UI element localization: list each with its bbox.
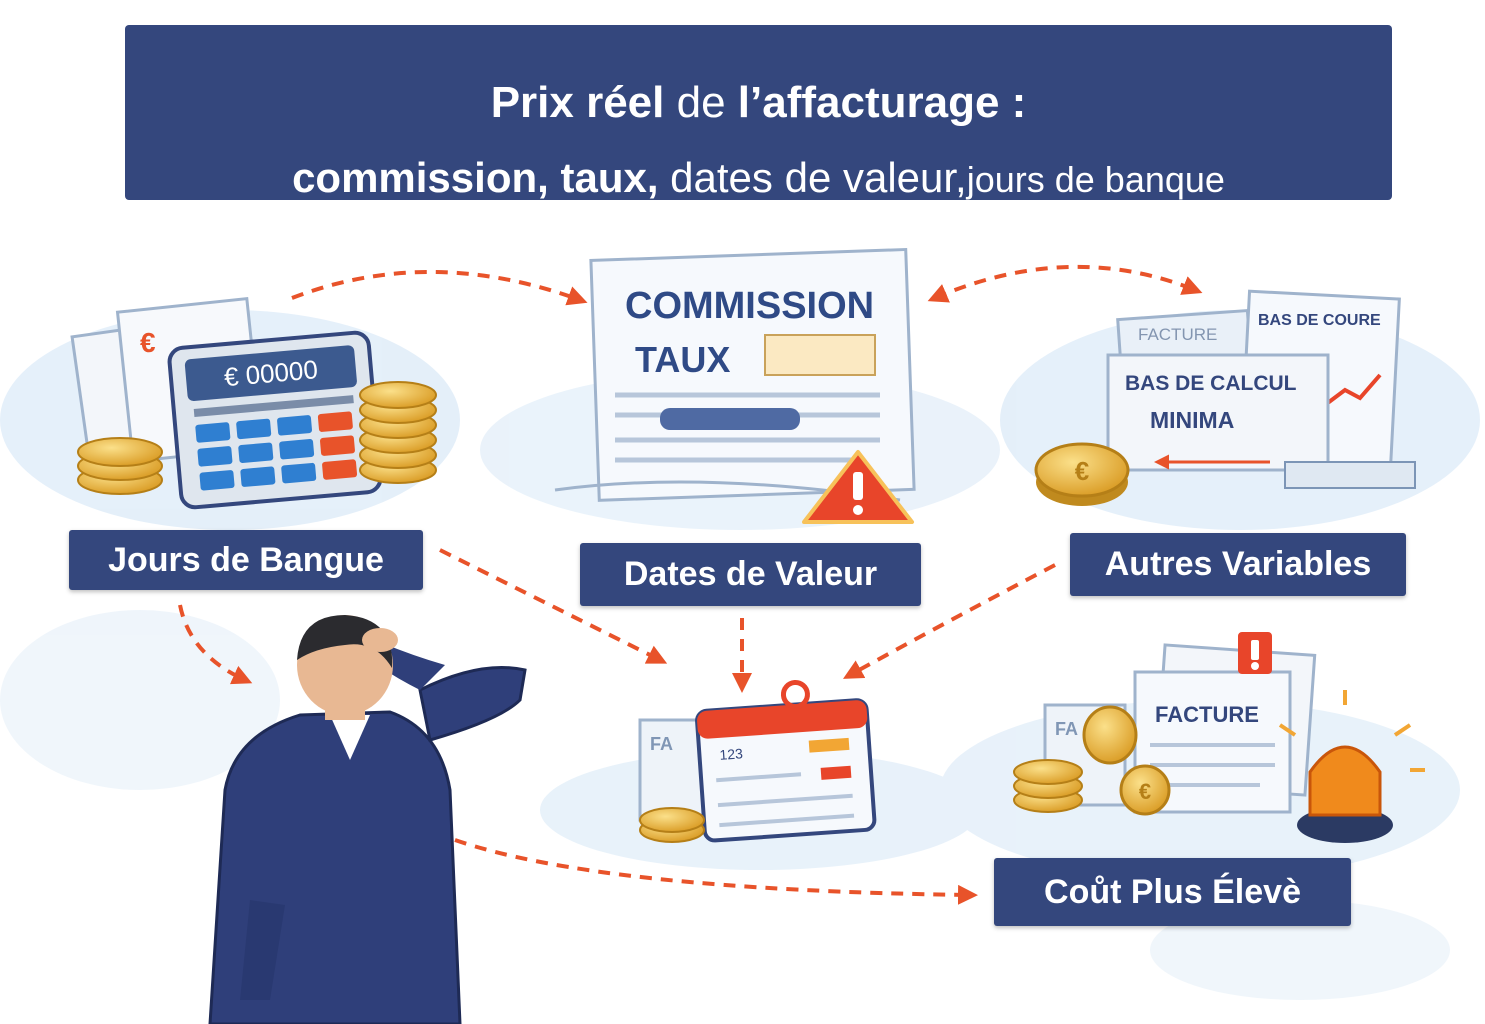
cost-alert-cluster: FA FACTURE €	[1013, 632, 1425, 843]
label-autres-variables: Autres Variables	[1070, 533, 1406, 596]
doc-bas-de-coure: BAS DE COURE	[1258, 312, 1381, 329]
doc-commission: COMMISSION	[625, 285, 874, 327]
arrow-left-to-center	[291, 270, 588, 306]
svg-text:€: €	[1075, 456, 1089, 486]
alert-doc-fa: FA	[1055, 719, 1078, 739]
coins-bottom-right: €	[1013, 705, 1171, 816]
title-banner: Prix réel de l’affacturage : commission,…	[125, 25, 1392, 201]
label-cout-plus-eleve: Coůt Plus Élevè	[994, 858, 1351, 926]
calculator-cluster: € € 00000	[70, 296, 437, 510]
euro-coin: €	[1034, 442, 1130, 506]
calendar-cluster: FA 123	[638, 679, 877, 843]
arrow-jours-to-calendar	[439, 548, 668, 664]
euro-symbol: €	[140, 327, 156, 358]
coin-stack-left	[77, 437, 163, 495]
title-line-1: Prix réel de l’affacturage :	[490, 78, 1027, 127]
flow-arrows	[178, 264, 1203, 905]
label-dates-de-valeur: Dates de Valeur	[580, 543, 921, 606]
doc-bas-de-calcul: BAS DE CALCUL	[1125, 372, 1297, 395]
doc-minima: MINIMA	[1150, 407, 1234, 433]
arrow-autres-to-calendar	[842, 563, 1056, 679]
calculator: € 00000	[167, 330, 383, 510]
variables-documents: FACTURE BAS DE COURE BAS DE CALCUL MINIM…	[1034, 289, 1416, 506]
calendar-number: 123	[719, 745, 744, 763]
label-jours-de-banque: Jours de Bangue	[69, 530, 423, 590]
arrow-jours-to-man	[178, 604, 253, 685]
calendar: 123	[695, 679, 877, 843]
alarm-light-icon	[1278, 690, 1425, 843]
calendar-doc-fa: FA	[650, 734, 673, 754]
warning-icon	[802, 450, 914, 524]
coin-stack-right	[359, 381, 437, 484]
businessman-figure	[208, 615, 527, 1024]
title-line-2: commission, taux, dates de valeur,jours …	[292, 154, 1225, 201]
alert-badge-icon	[1238, 632, 1272, 674]
arrow-center-to-right	[927, 264, 1203, 303]
alert-doc-facture: FACTURE	[1155, 702, 1259, 727]
arrow-man-to-cout	[454, 838, 978, 905]
doc-taux: TAUX	[635, 339, 730, 380]
doc-facture-top: FACTURE	[1138, 325, 1217, 344]
svg-text:€: €	[1139, 779, 1151, 804]
commission-document: COMMISSION TAUX	[554, 247, 916, 524]
